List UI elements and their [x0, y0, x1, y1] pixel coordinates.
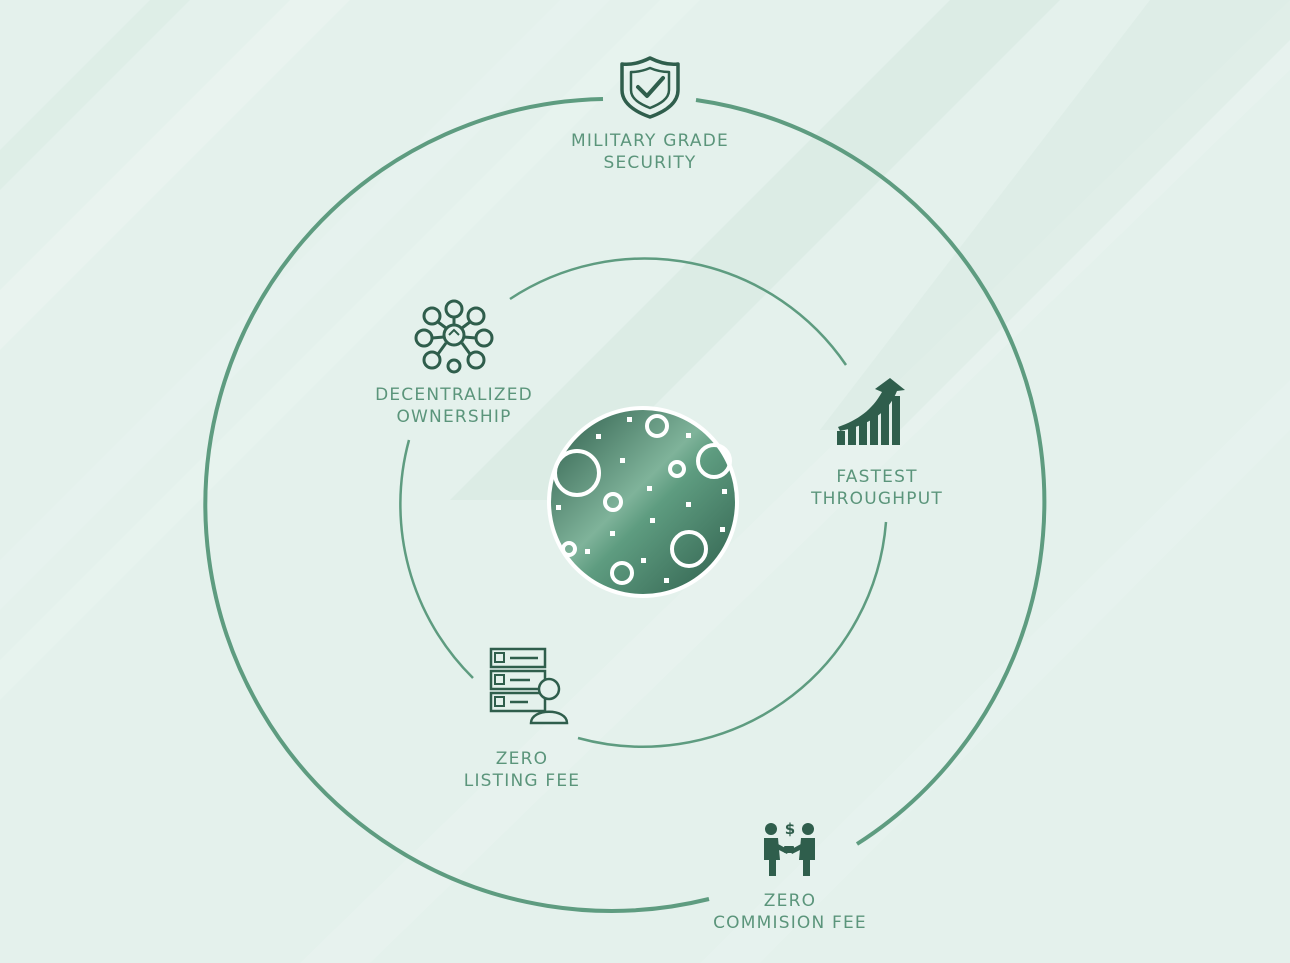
feature-label-ownership: DECENTRALIZED OWNERSHIP: [375, 385, 533, 427]
inner-ring-left-arc: [399, 439, 474, 679]
feature-label-throughput: FASTEST THROUGHPUT: [811, 467, 943, 509]
feature-label-security: MILITARY GRADE SECURITY: [571, 131, 729, 173]
checklist-person-icon: [489, 647, 569, 725]
shield-check-icon: [620, 56, 680, 119]
feature-label-listing: ZERO LISTING FEE: [463, 749, 581, 791]
outer-ring-arc: [203, 97, 710, 913]
outer-ring: [695, 98, 1047, 846]
inner-ring-right-arc: [577, 521, 888, 749]
network-nodes-icon: [414, 299, 494, 374]
growth-chart-icon: [837, 378, 905, 445]
svg-text:$: $: [785, 820, 795, 838]
inner-ring-top-arc: [509, 257, 848, 366]
bubbles-globe-icon: [547, 406, 739, 598]
money-exchange-icon: $: [764, 820, 815, 876]
feature-label-commission: ZERO COMMISION FEE: [713, 891, 867, 933]
